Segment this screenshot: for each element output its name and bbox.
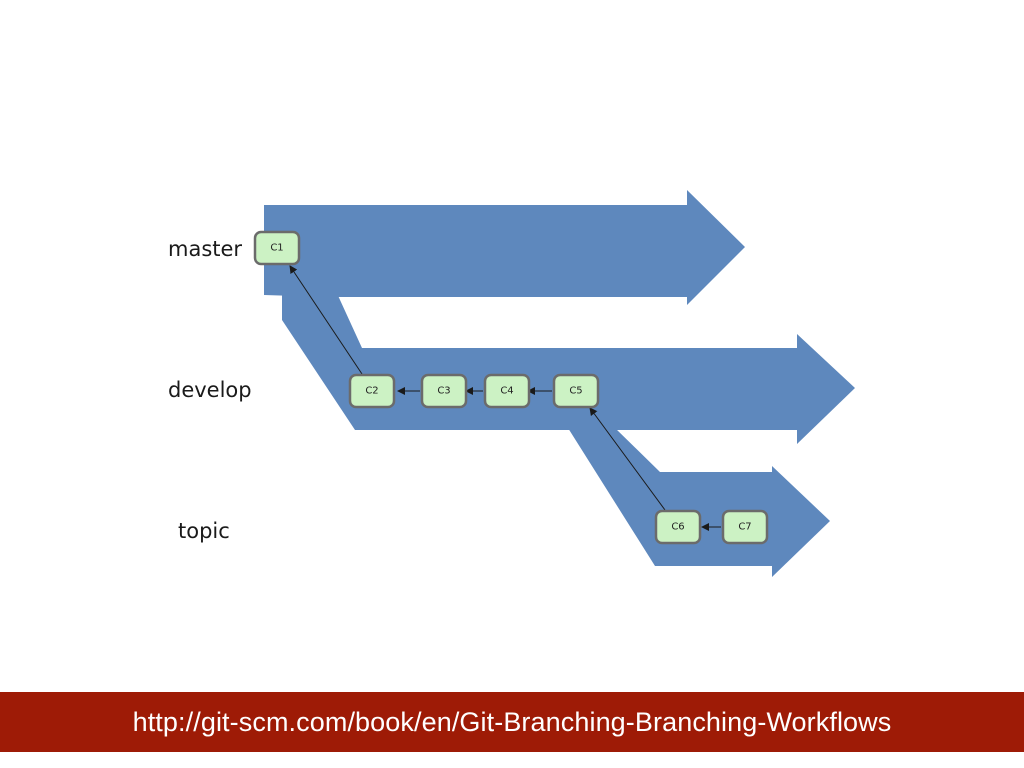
master-branch-arrow [264,190,745,305]
commit-c7: C7 [721,509,769,545]
commit-label: C1 [270,243,283,254]
link-c6-to-c5 [589,407,666,511]
footer-url-text: http://git-scm.com/book/en/Git-Branching… [132,706,892,737]
commit-c4: C4 [483,373,531,409]
topic-branch-arrow [568,428,830,577]
commit-label: C2 [365,386,378,397]
commit-label: C3 [437,386,450,397]
link-c2-to-c1 [289,265,363,375]
commit-c1: C1 [253,230,301,266]
commit-label: C4 [500,386,513,397]
commit-c3: C3 [420,373,468,409]
branch-label-develop: develop [168,378,252,402]
commit-c5: C5 [552,373,600,409]
commit-c2: C2 [348,373,396,409]
branch-label-master: master [168,237,242,261]
footer-url-bar: http://git-scm.com/book/en/Git-Branching… [0,692,1024,752]
commit-c6: C6 [654,509,702,545]
commit-links [289,265,721,531]
commit-label: C6 [671,522,684,533]
commit-label: C7 [738,522,751,533]
commit-label: C5 [569,386,582,397]
branch-label-topic: topic [178,519,230,543]
